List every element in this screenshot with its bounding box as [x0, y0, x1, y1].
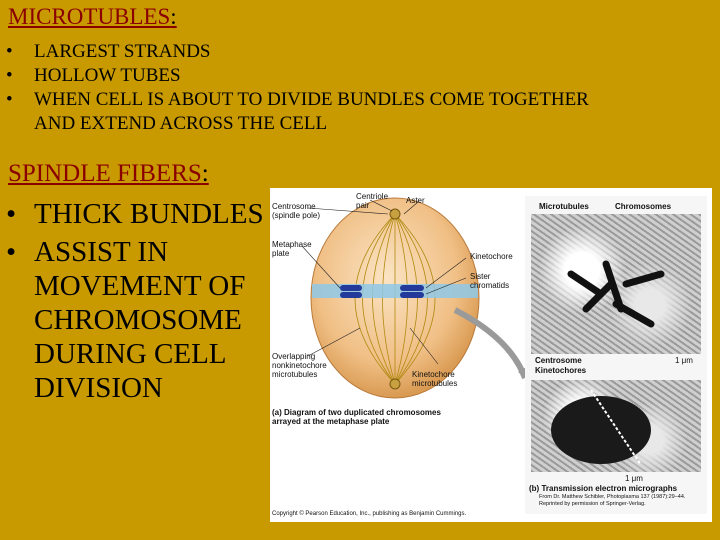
bullet-item: LARGEST STRANDS — [4, 40, 624, 64]
credit-b: From Dr. Matthew Schibler, Photoplasma 1… — [539, 494, 686, 507]
label-kinetochores: Kinetochores — [535, 366, 587, 375]
label-chromosomes: Chromosomes — [615, 202, 672, 211]
micrograph-panel: Microtubules Chromosomes 1 μm Centrosome… — [525, 196, 707, 514]
caption-b: (b) Transmission electron micrographs — [529, 484, 678, 493]
spindle-fibers-heading-text: SPINDLE FIBERS — [8, 160, 202, 187]
label-kinetochore: Kinetochore — [470, 252, 513, 261]
chromatid — [340, 292, 362, 298]
chromatid — [400, 292, 424, 298]
leader-lines — [301, 199, 467, 365]
cell-diagram — [301, 197, 532, 399]
metaphase-plate-band — [312, 284, 478, 298]
centrosome-top — [389, 208, 401, 220]
caption-a: (a) Diagram of two duplicated chromosome… — [272, 408, 441, 426]
label-centrosome: Centrosome (spindle pole) — [272, 202, 321, 220]
spindle-bullet-list: THICK BUNDLES ASSIST IN MOVEMENT OF CHRO… — [4, 197, 274, 409]
heading-colon: : — [201, 160, 209, 187]
label-kinetochore-microtubules: Kinetochore microtubules — [412, 370, 458, 388]
microtubules-heading-text: MICROTUBLES — [8, 4, 171, 29]
pointer-arrow — [453, 307, 528, 380]
micrograph-bottom — [531, 380, 701, 472]
bullet-item: HOLLOW TUBES — [4, 64, 624, 88]
microtubule-bullet-list: LARGEST STRANDS HOLLOW TUBES WHEN CELL I… — [4, 40, 624, 136]
chromatid — [400, 285, 424, 291]
copyright-text: Copyright © Pearson Education, Inc., pub… — [272, 511, 467, 517]
scale-bar-top: 1 μm — [675, 356, 693, 365]
label-overlapping: Overlapping nonkinetochore microtubules — [272, 352, 327, 379]
bullet-item: ASSIST IN MOVEMENT OF CHROMOSOME DURING … — [4, 235, 274, 405]
spindle-diagram-figure: Centriole pair Aster Centrosome (spindle… — [270, 188, 712, 522]
spindle-fibers-heading: SPINDLE FIBERS: — [8, 160, 209, 188]
label-centriole-pair: Centriole pair — [356, 192, 389, 210]
chromosome-cluster — [567, 260, 665, 328]
bullet-item: WHEN CELL IS ABOUT TO DIVIDE BUNDLES COM… — [4, 88, 624, 136]
chromatid — [340, 285, 362, 291]
scale-bar-bottom: 1 μm — [625, 474, 643, 483]
micrograph-top — [531, 214, 701, 354]
label-microtubules: Microtubules — [539, 202, 589, 211]
label-sister-chromatids: Sister chromatids — [470, 272, 510, 290]
bullet-item: THICK BUNDLES — [4, 197, 274, 231]
label-aster: Aster — [406, 196, 425, 205]
microtubules-heading: MICROTUBLES: — [8, 4, 177, 30]
spindle-microtubules — [354, 213, 436, 385]
label-metaphase-plate: Metaphase plate — [272, 240, 312, 258]
label-centrosome-em: Centrosome — [535, 356, 582, 365]
spindle-micrograph — [551, 389, 651, 466]
centrosome-bottom — [389, 378, 401, 390]
heading-colon: : — [170, 4, 177, 29]
